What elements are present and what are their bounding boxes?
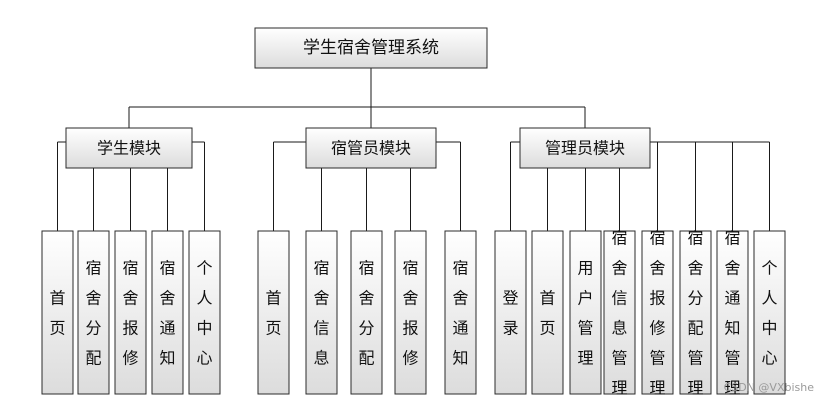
module-box bbox=[65, 127, 193, 169]
module-title: 宿管员模块 bbox=[331, 139, 411, 158]
leaf-box bbox=[679, 230, 712, 395]
leaf-label: 宿舍分配 bbox=[358, 259, 374, 368]
leaf-box bbox=[350, 230, 383, 395]
leaf-box bbox=[569, 230, 602, 395]
leaf-box bbox=[394, 230, 427, 395]
leaf-label: 宿舍报修 bbox=[402, 259, 418, 368]
leaf-box bbox=[716, 230, 749, 395]
leaf-box bbox=[531, 230, 564, 395]
leaf-label: 宿舍通知管理 bbox=[724, 229, 740, 398]
leaf-label: 宿舍报修管理 bbox=[649, 229, 665, 398]
leaf-box bbox=[151, 230, 184, 395]
root-box bbox=[254, 27, 488, 69]
leaf-box bbox=[41, 230, 74, 395]
leaf-label: 宿舍报修 bbox=[122, 259, 138, 368]
leaf-box bbox=[188, 230, 221, 395]
watermark: CSDN @VXbishe bbox=[723, 381, 814, 394]
leaf-label: 宿舍通知 bbox=[159, 259, 175, 368]
leaf-label: 首页 bbox=[265, 289, 281, 338]
leaf-label: 首页 bbox=[49, 289, 65, 338]
leaf-box bbox=[603, 230, 636, 395]
leaf-box bbox=[753, 230, 786, 395]
leaf-label: 宿舍信息 bbox=[313, 259, 329, 368]
leaf-label: 宿舍通知 bbox=[452, 259, 468, 368]
module-box bbox=[305, 127, 437, 169]
leaf-label: 用户管理 bbox=[577, 259, 593, 368]
leaf-label: 宿舍信息管理 bbox=[611, 229, 627, 398]
leaf-box bbox=[494, 230, 527, 395]
module-title: 管理员模块 bbox=[545, 139, 625, 158]
module-title: 学生模块 bbox=[97, 139, 161, 158]
leaf-label: 首页 bbox=[539, 289, 555, 338]
leaf-box bbox=[77, 230, 110, 395]
root-title: 学生宿舍管理系统 bbox=[303, 38, 439, 58]
leaf-label: 登录 bbox=[502, 289, 518, 338]
leaf-box bbox=[305, 230, 338, 395]
connector-lines bbox=[57, 68, 770, 231]
leaf-box bbox=[641, 230, 674, 395]
leaf-box bbox=[257, 230, 290, 395]
leaf-box bbox=[444, 230, 477, 395]
leaf-label: 个人中心 bbox=[761, 259, 777, 368]
leaf-label: 个人中心 bbox=[196, 259, 212, 368]
leaf-box bbox=[114, 230, 147, 395]
leaf-label: 宿舍分配管理 bbox=[687, 229, 703, 398]
module-box bbox=[519, 127, 651, 169]
leaf-label: 宿舍分配 bbox=[85, 259, 101, 368]
